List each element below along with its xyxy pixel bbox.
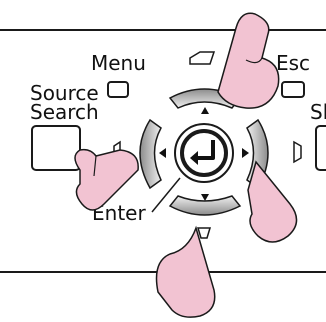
down-key[interactable]: [168, 195, 242, 216]
right-button-label: Sh: [310, 100, 326, 124]
right-button[interactable]: [315, 125, 326, 171]
right-arrow-icon: [242, 148, 249, 158]
pointing-hand-icon: [217, 12, 280, 109]
enter-button[interactable]: [180, 129, 228, 177]
left-arrow-icon: [159, 148, 166, 158]
menu-button[interactable]: [107, 81, 129, 98]
enter-return-icon: [196, 140, 215, 160]
enter-arrowhead-icon: [190, 151, 198, 165]
menu-label: Menu: [91, 51, 146, 75]
pointing-hand-icon: [74, 148, 139, 211]
keystone-down-icon: [196, 227, 212, 239]
source-search-label-line1: Source: [30, 81, 99, 105]
source-search-button[interactable]: [31, 125, 81, 171]
up-arrow-icon: [201, 107, 209, 114]
esc-button[interactable]: [281, 81, 305, 98]
pointing-hand-icon: [247, 160, 298, 243]
left-key[interactable]: [139, 118, 162, 190]
source-search-label-line2: Search: [30, 100, 99, 124]
enter-leader-line: [151, 177, 181, 213]
keystone-up-icon: [189, 51, 216, 65]
down-arrow-icon: [201, 194, 209, 201]
esc-label: Esc: [276, 51, 310, 75]
pointing-hand-icon: [155, 225, 216, 318]
keystone-right-icon: [293, 140, 302, 164]
